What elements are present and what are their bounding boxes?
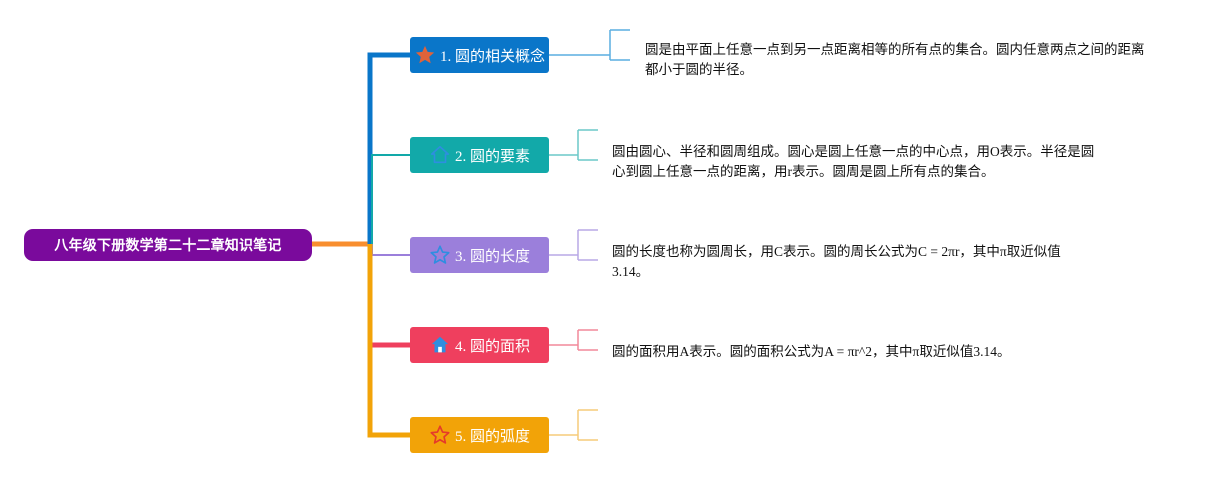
note-4: 圆的面积用A表示。圆的面积公式为A = πr^2，其中π取近似值3.14。 <box>612 344 1011 359</box>
branch-4 <box>367 244 410 348</box>
branch-3 <box>371 244 410 256</box>
topic-2[interactable]: 2. 圆的要素 <box>410 137 549 173</box>
topic-1-label: 1. 圆的相关概念 <box>439 48 545 65</box>
note-link-1 <box>549 29 630 61</box>
note-2: 圆由圆心、半径和圆周组成。圆心是圆上任意一点的中心点，用O表示。半径是圆心到圆上… <box>612 144 1095 179</box>
topic-1[interactable]: 1. 圆的相关概念 <box>410 37 549 73</box>
house-outline-icon <box>429 144 451 166</box>
branch-5 <box>367 244 410 438</box>
topic-5[interactable]: 5. 圆的弧度 <box>410 417 549 453</box>
star-outline-icon <box>429 244 451 266</box>
note-link-2 <box>549 129 598 161</box>
topic-3[interactable]: 3. 圆的长度 <box>410 237 549 273</box>
branch-1 <box>367 52 410 244</box>
topic-2-label: 2. 圆的要素 <box>454 148 530 165</box>
topic-5-label: 5. 圆的弧度 <box>454 428 530 445</box>
topic-4[interactable]: 4. 圆的面积 <box>410 327 549 363</box>
branch-2 <box>371 154 410 244</box>
star-outline-red-icon <box>429 424 451 446</box>
note-link-3 <box>549 229 598 261</box>
note-3: 圆的长度也称为圆周长，用C表示。圆的周长公式为C = 2πr，其中π取近似值3.… <box>612 244 1061 279</box>
note-1: 圆是由平面上任意一点到另一点距离相等的所有点的集合。圆内任意两点之间的距离都小于… <box>645 42 1145 77</box>
topic-3-label: 3. 圆的长度 <box>454 248 530 265</box>
house-filled-icon <box>429 334 451 356</box>
note-link-4 <box>549 329 598 351</box>
topic-4-label: 4. 圆的面积 <box>454 338 530 355</box>
root-topic-label: 八年级下册数学第二十二章知识笔记 <box>54 238 282 254</box>
root-topic[interactable]: 八年级下册数学第二十二章知识笔记 <box>24 229 312 261</box>
star-filled-icon <box>414 44 436 66</box>
note-link-5 <box>549 409 598 441</box>
